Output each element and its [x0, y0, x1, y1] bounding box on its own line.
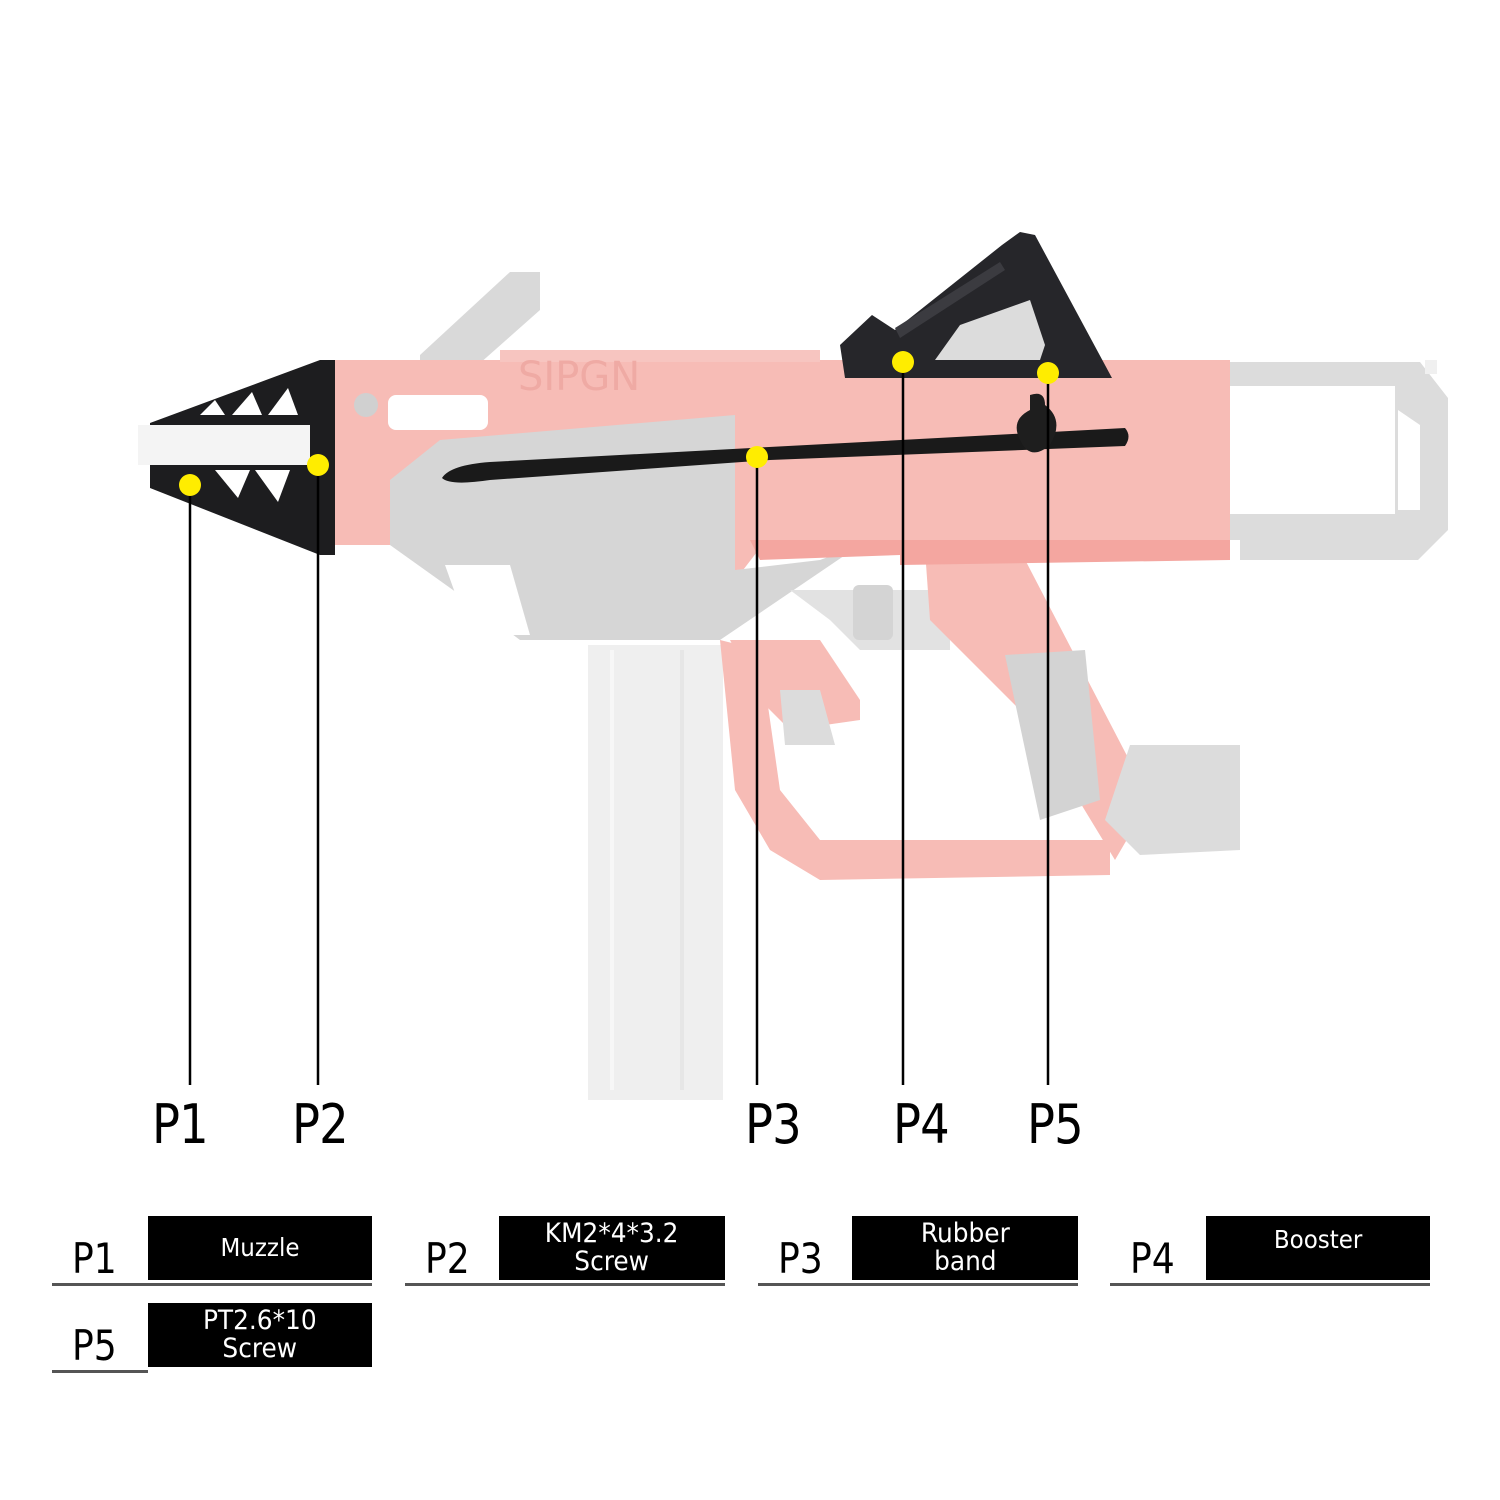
magazine [588, 645, 723, 1100]
front-sight [420, 272, 540, 372]
legend-name-box: KM2*4*3.2 Screw [499, 1216, 725, 1280]
legend-divider [758, 1283, 1078, 1286]
legend-divider [1110, 1283, 1430, 1286]
leader-lines [188, 362, 1050, 1085]
legend-name: PT2.6*10 Screw [203, 1305, 317, 1364]
callout-label-p4: P4 [893, 1093, 950, 1156]
callout-label-p3: P3 [745, 1093, 802, 1156]
legend-row-p2: P2 KM2*4*3.2 Screw [405, 1216, 725, 1286]
legend-name-box: Muzzle [148, 1216, 372, 1280]
grip-frame [720, 540, 1240, 880]
legend-divider [52, 1370, 148, 1373]
legend-row-p5: P5 PT2.6*10 Screw [52, 1303, 372, 1373]
callout-label-p5: P5 [1027, 1093, 1084, 1156]
legend-name: Rubber band [920, 1218, 1010, 1277]
marker-p5-icon [1037, 362, 1059, 384]
marker-p2-icon [307, 454, 329, 476]
legend-key: P3 [778, 1234, 823, 1283]
marker-p1-icon [179, 474, 201, 496]
legend-divider [52, 1283, 372, 1286]
marker-p4-icon [892, 351, 914, 373]
legend-name-box: Rubber band [852, 1216, 1078, 1280]
legend-name: Booster [1273, 1225, 1363, 1254]
legend-key: P4 [1130, 1234, 1175, 1283]
legend-row-p4: P4 Booster [1110, 1216, 1430, 1286]
legend-key: P2 [425, 1234, 470, 1283]
legend-name-box: PT2.6*10 Screw [148, 1303, 372, 1367]
booster-part [840, 232, 1112, 378]
legend-divider [405, 1283, 725, 1286]
legend-name: KM2*4*3.2 Screw [545, 1218, 679, 1277]
legend-name: Muzzle [220, 1233, 300, 1262]
muzzle-part [138, 360, 335, 555]
marker-p3-icon [746, 446, 768, 468]
legend-row-p3: P3 Rubber band [758, 1216, 1078, 1286]
rubber-band-part [442, 393, 1129, 483]
callout-markers [179, 351, 1059, 496]
legend-key: P5 [72, 1321, 117, 1370]
callout-label-p2: P2 [292, 1093, 349, 1156]
legend-row-p1: P1 Muzzle [52, 1216, 372, 1286]
legend-key: P1 [72, 1234, 117, 1283]
legend-name-box: Booster [1206, 1216, 1430, 1280]
svg-text:SIPGN: SIPGN [518, 354, 640, 400]
callout-label-p1: P1 [152, 1093, 209, 1156]
